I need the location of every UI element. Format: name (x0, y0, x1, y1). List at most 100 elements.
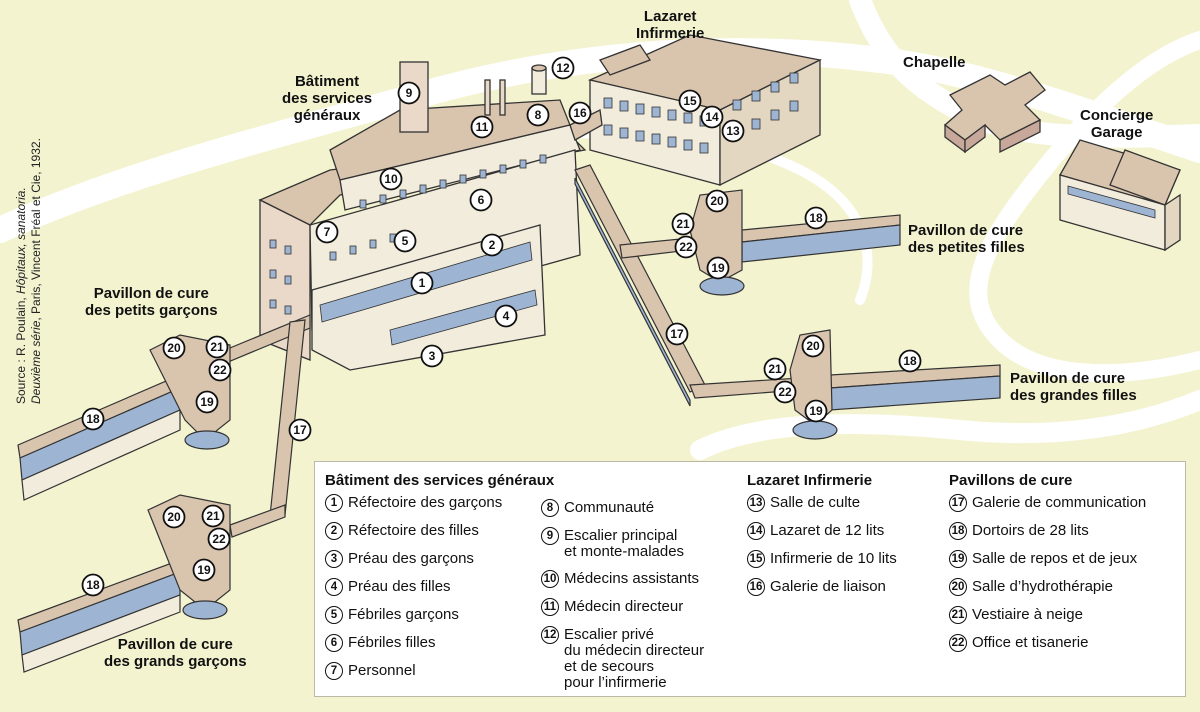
number-badge-9: 9 (397, 81, 421, 105)
svg-text:21: 21 (210, 340, 224, 354)
legend-item-text: Lazaret de 12 lits (770, 522, 885, 539)
pavillon-petites-filles (689, 189, 901, 296)
pavillon-petits-garcons (17, 334, 231, 501)
svg-text:1: 1 (419, 276, 426, 290)
number-badge-10: 10 (379, 167, 403, 191)
number-badge-21: 21 (201, 504, 225, 528)
svg-text:16: 16 (573, 106, 587, 120)
number-badge-3: 3 (420, 344, 444, 368)
number-badge-19: 19 (195, 390, 219, 414)
legend-number-badge: 14 (747, 522, 765, 540)
number-badge-20: 20 (162, 336, 186, 360)
number-badge-20: 20 (801, 334, 825, 358)
svg-text:19: 19 (711, 261, 725, 275)
number-badge-21: 21 (671, 212, 695, 236)
legend-item-text: Salle de repos et de jeux (972, 550, 1138, 567)
svg-text:11: 11 (476, 120, 489, 134)
svg-text:17: 17 (293, 423, 307, 437)
legend-item-6: 6 Fébriles filles (325, 634, 554, 652)
svg-text:18: 18 (809, 211, 823, 225)
legend-number-badge: 12 (541, 626, 559, 644)
number-badge-18: 18 (81, 407, 105, 431)
legend-number-badge: 2 (325, 522, 343, 540)
legend-number-badge: 18 (949, 522, 967, 540)
svg-text:5: 5 (402, 234, 409, 248)
svg-text:14: 14 (705, 110, 719, 124)
svg-text:4: 4 (503, 309, 510, 323)
number-badge-18: 18 (804, 206, 828, 230)
legend-item-text: Préau des filles (348, 578, 451, 595)
svg-text:22: 22 (213, 363, 227, 377)
svg-text:12: 12 (556, 61, 570, 75)
svg-text:10: 10 (384, 172, 398, 186)
label-chapelle: Chapelle (903, 54, 966, 71)
legend-number-badge: 5 (325, 606, 343, 624)
svg-text:13: 13 (726, 124, 740, 138)
svg-text:20: 20 (806, 339, 820, 353)
number-badge-15: 15 (678, 89, 702, 113)
number-badge-8: 8 (526, 103, 550, 127)
legend-number-badge: 22 (949, 634, 967, 652)
legend-item-text: Galerie de communication (972, 494, 1147, 511)
legend-number-badge: 4 (325, 578, 343, 596)
number-badge-19: 19 (706, 256, 730, 280)
number-badge-14: 14 (700, 105, 724, 129)
legend-services-title: Bâtiment des services généraux (325, 472, 555, 489)
number-badge-20: 20 (705, 189, 729, 213)
number-badges: 1234567891011121314151617171819202122181… (81, 56, 922, 597)
svg-text:20: 20 (167, 510, 181, 524)
number-badge-19: 19 (192, 558, 216, 582)
legend-item-text: Réfectoire des garçons (348, 494, 503, 511)
svg-text:2: 2 (489, 238, 496, 252)
number-badge-16: 16 (568, 101, 592, 125)
legend-number-badge: 15 (747, 550, 765, 568)
number-badge-12: 12 (551, 56, 575, 80)
number-badge-17: 17 (665, 322, 689, 346)
legend-item-text: Fébriles filles (348, 634, 436, 651)
legend-item-14: 14 Lazaret de 12 lits (747, 522, 897, 540)
number-badge-18: 18 (81, 573, 105, 597)
legend-number-badge: 11 (541, 598, 559, 616)
legend-item-4: 4 Préau des filles (325, 578, 554, 596)
svg-text:18: 18 (86, 578, 100, 592)
legend-number-badge: 6 (325, 634, 343, 652)
svg-text:6: 6 (478, 193, 485, 207)
number-badge-22: 22 (208, 358, 232, 382)
road-south (690, 390, 1200, 460)
number-badge-5: 5 (393, 229, 417, 253)
svg-text:21: 21 (676, 217, 690, 231)
legend-number-badge: 7 (325, 662, 343, 680)
legend-item-text: Office et tisanerie (972, 634, 1089, 651)
legend-item-22: 22 Office et tisanerie (949, 634, 1146, 652)
number-badge-4: 4 (494, 304, 518, 328)
svg-text:3: 3 (429, 349, 436, 363)
number-badge-22: 22 (674, 235, 698, 259)
svg-text:21: 21 (206, 509, 220, 523)
number-badge-17: 17 (288, 418, 312, 442)
number-badge-19: 19 (804, 399, 828, 423)
svg-text:19: 19 (809, 404, 823, 418)
svg-text:18: 18 (86, 412, 100, 426)
legend-item-text: Médecins assistants (564, 570, 700, 587)
legend-number-badge: 21 (949, 606, 967, 624)
number-badge-21: 21 (763, 357, 787, 381)
